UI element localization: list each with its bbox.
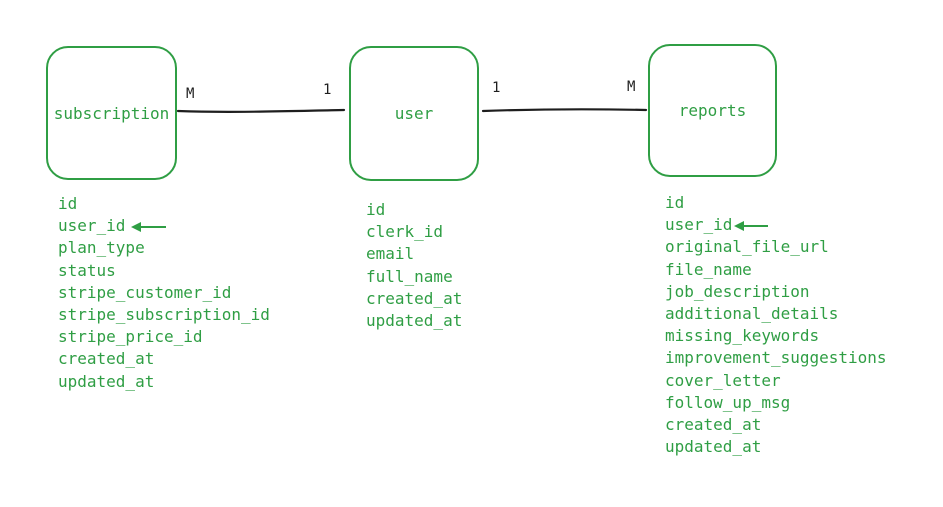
field-subscription-user-id: user_id	[58, 215, 270, 237]
field-reports-created-at: created_at	[665, 414, 762, 434]
field-reports-improvement-suggestions: improvement_suggestions	[665, 348, 887, 368]
field-user-email: email	[366, 244, 415, 264]
field-subscription-status: status	[58, 260, 116, 280]
field-reports-follow-up-msg: follow_up_msg	[665, 392, 791, 412]
field-reports-original-file-url: original_file_url	[665, 237, 829, 257]
field-subscription-updated-at: updated_at	[58, 371, 155, 391]
field-reports-file-name: file_name	[665, 259, 752, 279]
field-reports-job-description: job_description	[665, 281, 810, 301]
field-label: user_id	[665, 215, 733, 235]
field-user-id: id	[366, 200, 386, 219]
field-list-user: id clerk_id email full_name created_at u…	[366, 199, 462, 332]
field-reports-id: id	[665, 193, 685, 212]
cardinality-user-side-left: 1	[323, 82, 332, 98]
entity-user[interactable]: user	[349, 46, 479, 181]
field-reports-cover-letter: cover_letter	[665, 370, 781, 390]
field-user-full-name: full_name	[366, 266, 453, 286]
field-label: user_id	[58, 216, 126, 236]
field-subscription-stripe-customer-id: stripe_customer_id	[58, 282, 232, 302]
field-list-subscription: id user_id plan_type status stripe_custo…	[58, 193, 270, 393]
relationship-line-subscription-user	[176, 108, 346, 113]
entity-title-user: user	[394, 104, 434, 123]
cardinality-user-side-right: 1	[492, 80, 501, 96]
entity-title-subscription: subscription	[53, 103, 170, 123]
field-user-created-at: created_at	[366, 288, 463, 308]
field-list-reports: id user_id original_file_url file_name j…	[665, 192, 887, 458]
field-subscription-stripe-subscription-id: stripe_subscription_id	[58, 304, 270, 324]
field-subscription-created-at: created_at	[58, 349, 155, 369]
field-user-clerk-id: clerk_id	[366, 222, 444, 242]
entity-title-reports: reports	[678, 101, 747, 120]
field-subscription-stripe-price-id: stripe_price_id	[58, 327, 203, 347]
arrow-left-icon	[131, 221, 167, 232]
relationship-line-user-reports	[481, 108, 648, 113]
entity-reports[interactable]: reports	[648, 44, 777, 177]
field-reports-user-id: user_id	[665, 214, 887, 236]
cardinality-subscription-side: M	[186, 86, 195, 102]
cardinality-reports-side: M	[627, 79, 636, 95]
arrow-left-icon	[734, 220, 769, 231]
entity-subscription[interactable]: subscription	[46, 46, 177, 180]
field-subscription-id: id	[58, 194, 78, 213]
field-reports-additional-details: additional_details	[665, 303, 839, 323]
field-subscription-plan-type: plan_type	[58, 238, 145, 258]
field-user-updated-at: updated_at	[366, 310, 463, 330]
field-reports-updated-at: updated_at	[665, 437, 762, 457]
field-reports-missing-keywords: missing_keywords	[665, 326, 820, 346]
